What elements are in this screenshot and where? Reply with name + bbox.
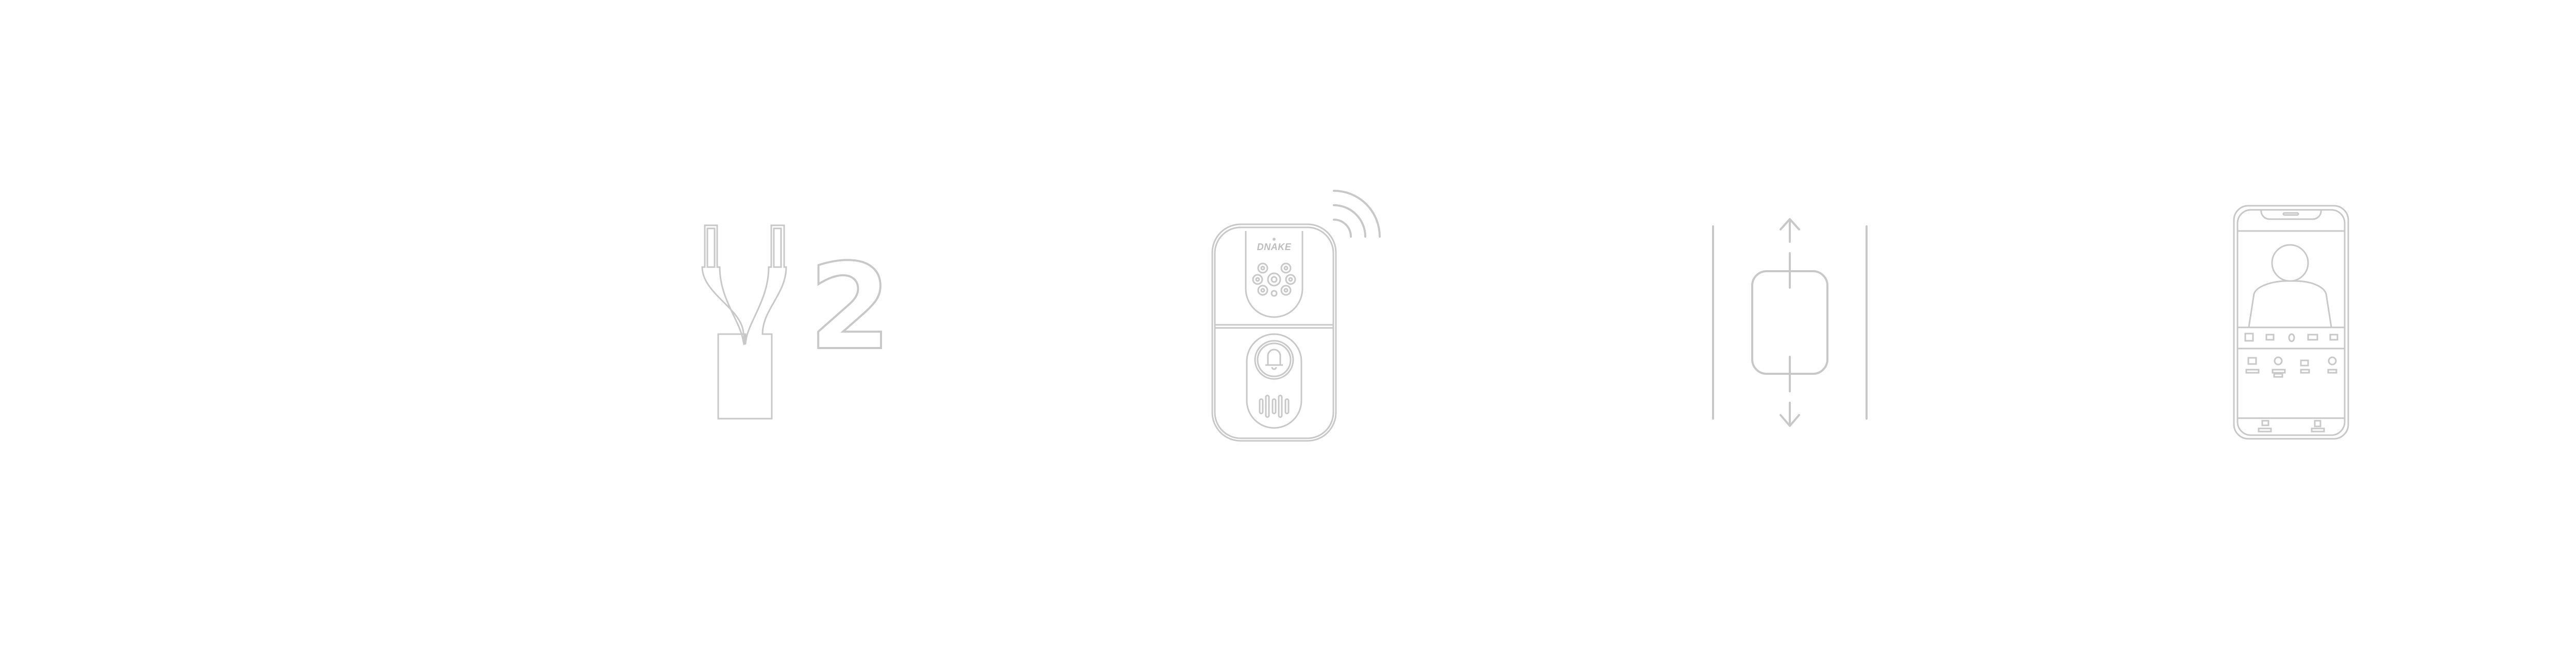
smartphone-video-call-icon (2233, 205, 2349, 440)
bottom-nav (2258, 420, 2325, 433)
vertical-dimension-icon (1712, 218, 1868, 427)
avatar-body (2248, 280, 2332, 327)
brand-logo: DNAKE (1257, 242, 1292, 252)
call-controls (2244, 333, 2338, 342)
camera-lens-array (1252, 238, 1296, 297)
avatar-head (2271, 244, 2309, 282)
speaker-grille (1259, 394, 1290, 418)
wire-count-number: 2 (809, 239, 891, 376)
bell-icon (1265, 349, 1283, 370)
app-shortcuts (2245, 356, 2337, 378)
two-wire-cable-icon: 2 (701, 224, 892, 420)
video-doorbell-wifi-icon: DNAKE (1211, 190, 1381, 442)
wifi-icon (1333, 190, 1381, 238)
